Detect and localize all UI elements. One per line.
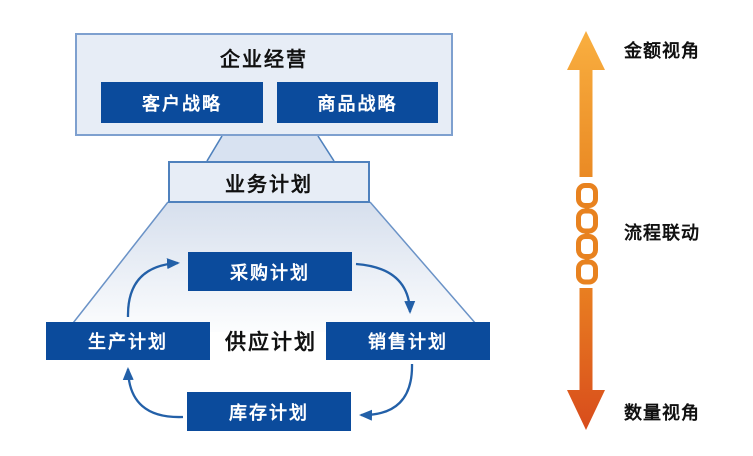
- supply-plan-label: 供应计划: [225, 331, 317, 354]
- arrow-sales-to-inventory-icon: [359, 363, 414, 421]
- business-plan-box: 业务计划: [168, 161, 370, 203]
- process-chain-icon: [576, 183, 598, 285]
- process-linkage-label: 流程联动: [624, 223, 700, 243]
- arrow-production-to-procurement-icon: [126, 258, 180, 318]
- arrow-procurement-to-sales-icon: [355, 262, 416, 314]
- quantity-perspective-label: 数量视角: [624, 403, 700, 423]
- amount-perspective-label: 金额视角: [624, 41, 700, 61]
- inventory-plan-box: 库存计划: [187, 392, 351, 431]
- arrow-inventory-to-production-icon: [122, 367, 184, 419]
- amount-axis-up-arrow-icon: [567, 31, 605, 177]
- production-plan-box: 生产计划: [46, 322, 210, 360]
- funnel-connector: [206, 135, 335, 162]
- procurement-plan-box: 采购计划: [188, 252, 352, 291]
- quantity-axis-down-arrow-icon: [567, 288, 605, 430]
- customer-strategy-box: 客户战略: [101, 82, 263, 123]
- enterprise-title: 企业经营: [220, 48, 308, 71]
- product-strategy-box: 商品战略: [277, 82, 438, 123]
- sales-plan-box: 销售计划: [326, 322, 490, 360]
